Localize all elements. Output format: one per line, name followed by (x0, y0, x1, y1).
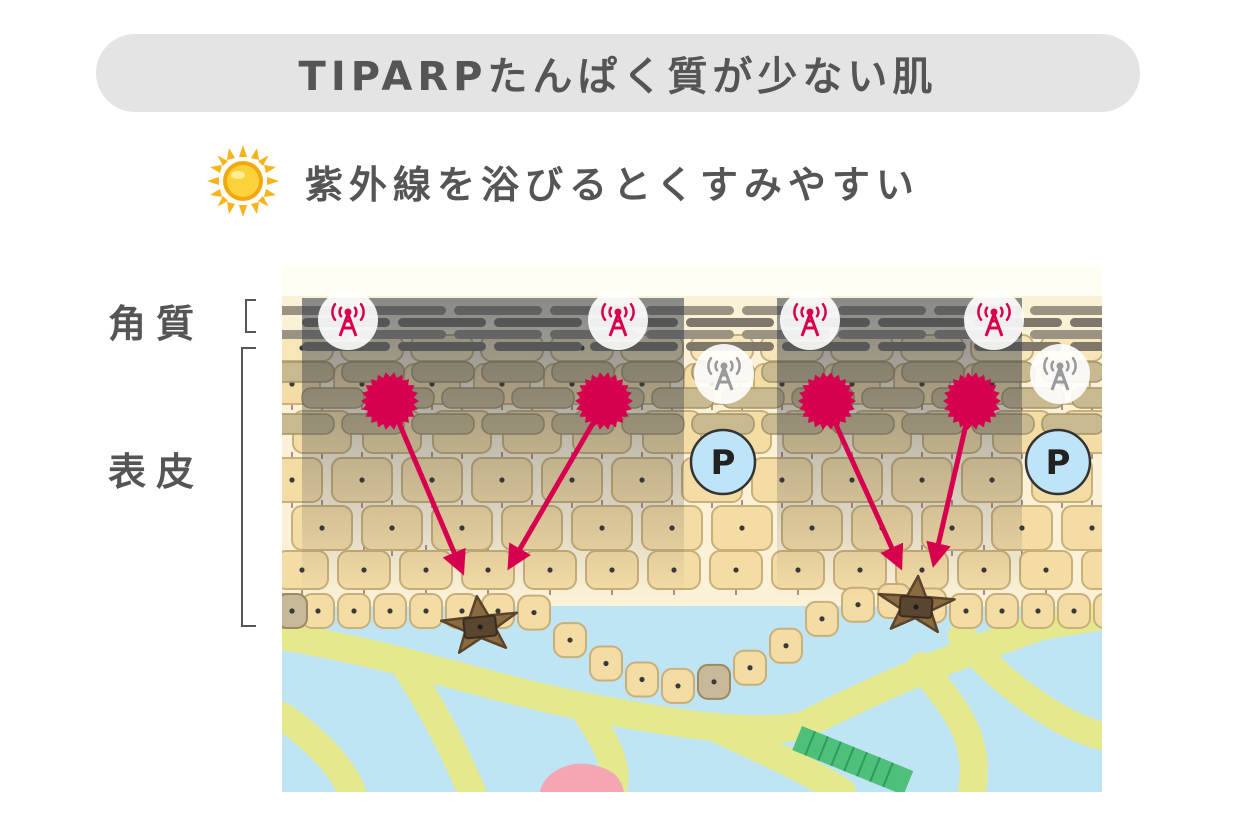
epidermal-cell (1057, 593, 1091, 629)
signal-arrow (507, 409, 603, 571)
uv-damage-signal (943, 372, 1001, 430)
protein-marker-label: P (1046, 443, 1071, 483)
signal-arrow (391, 410, 466, 576)
signal-arrow (926, 415, 971, 568)
corneum-flake (1030, 330, 1102, 339)
epidermal-cell (373, 593, 407, 629)
inactive-signal-icon (1030, 344, 1090, 404)
epidermal-cell (733, 649, 767, 686)
protein-marker: P (689, 428, 757, 496)
blood-vessel (540, 763, 624, 792)
epidermal-cell (661, 667, 695, 704)
epidermal-cell (1081, 550, 1102, 590)
epidermal-cell (282, 593, 308, 629)
epidermal-cell (1061, 505, 1102, 551)
active-signal-icon (780, 290, 840, 350)
subtitle-text: 紫外線を浴びるとくすみやすい (305, 162, 920, 207)
epidermis-label: 表皮 (108, 450, 205, 494)
active-signal-icon (964, 290, 1024, 350)
signal-arrow (829, 414, 904, 571)
epidermal-cell (553, 622, 587, 659)
page-title: TIPARPたんぱく質が少ない肌 (298, 54, 938, 100)
epidermal-cell (517, 594, 551, 631)
epidermis-bracket (241, 347, 256, 627)
active-signal-icon (588, 290, 648, 350)
stratum-corneum-bracket (245, 299, 256, 333)
epidermal-cell (697, 663, 731, 700)
epidermal-cell (589, 645, 623, 682)
epidermal-cell (337, 593, 371, 629)
uv-damage-signal (361, 372, 419, 430)
epidermal-cell (409, 593, 443, 629)
sun-icon (207, 145, 279, 217)
epidermal-cell (1019, 550, 1073, 590)
protein-marker: P (1024, 428, 1092, 496)
title-banner: TIPARPたんぱく質が少ない肌 (96, 34, 1140, 112)
capillary (792, 726, 914, 792)
epidermal-cell (985, 593, 1019, 629)
melanocyte (877, 574, 956, 634)
epidermal-cell (1093, 593, 1102, 629)
subtitle-row: 紫外線を浴びるとくすみやすい (205, 145, 920, 217)
uv-damage-signal (575, 372, 633, 430)
epidermal-cell (805, 600, 839, 637)
corneum-flake (1070, 342, 1102, 351)
epidermal-cell (711, 505, 773, 551)
stratum-corneum-label: 角質 (108, 302, 205, 346)
active-signal-icon (318, 290, 378, 350)
melanocyte (439, 594, 519, 654)
protein-marker-label: P (711, 443, 736, 483)
corneum-flake (686, 318, 774, 327)
corneum-flake (1070, 318, 1102, 327)
layer-brackets (241, 299, 256, 627)
corneum-flake (1030, 306, 1102, 315)
epidermal-cell (709, 550, 763, 590)
dermis-layer (282, 602, 1102, 792)
inactive-signal-icon (694, 344, 754, 404)
uv-damage-signal (798, 372, 856, 430)
epidermal-cell (769, 627, 803, 664)
epidermal-cell (625, 661, 659, 698)
epidermal-cell (1021, 593, 1055, 629)
